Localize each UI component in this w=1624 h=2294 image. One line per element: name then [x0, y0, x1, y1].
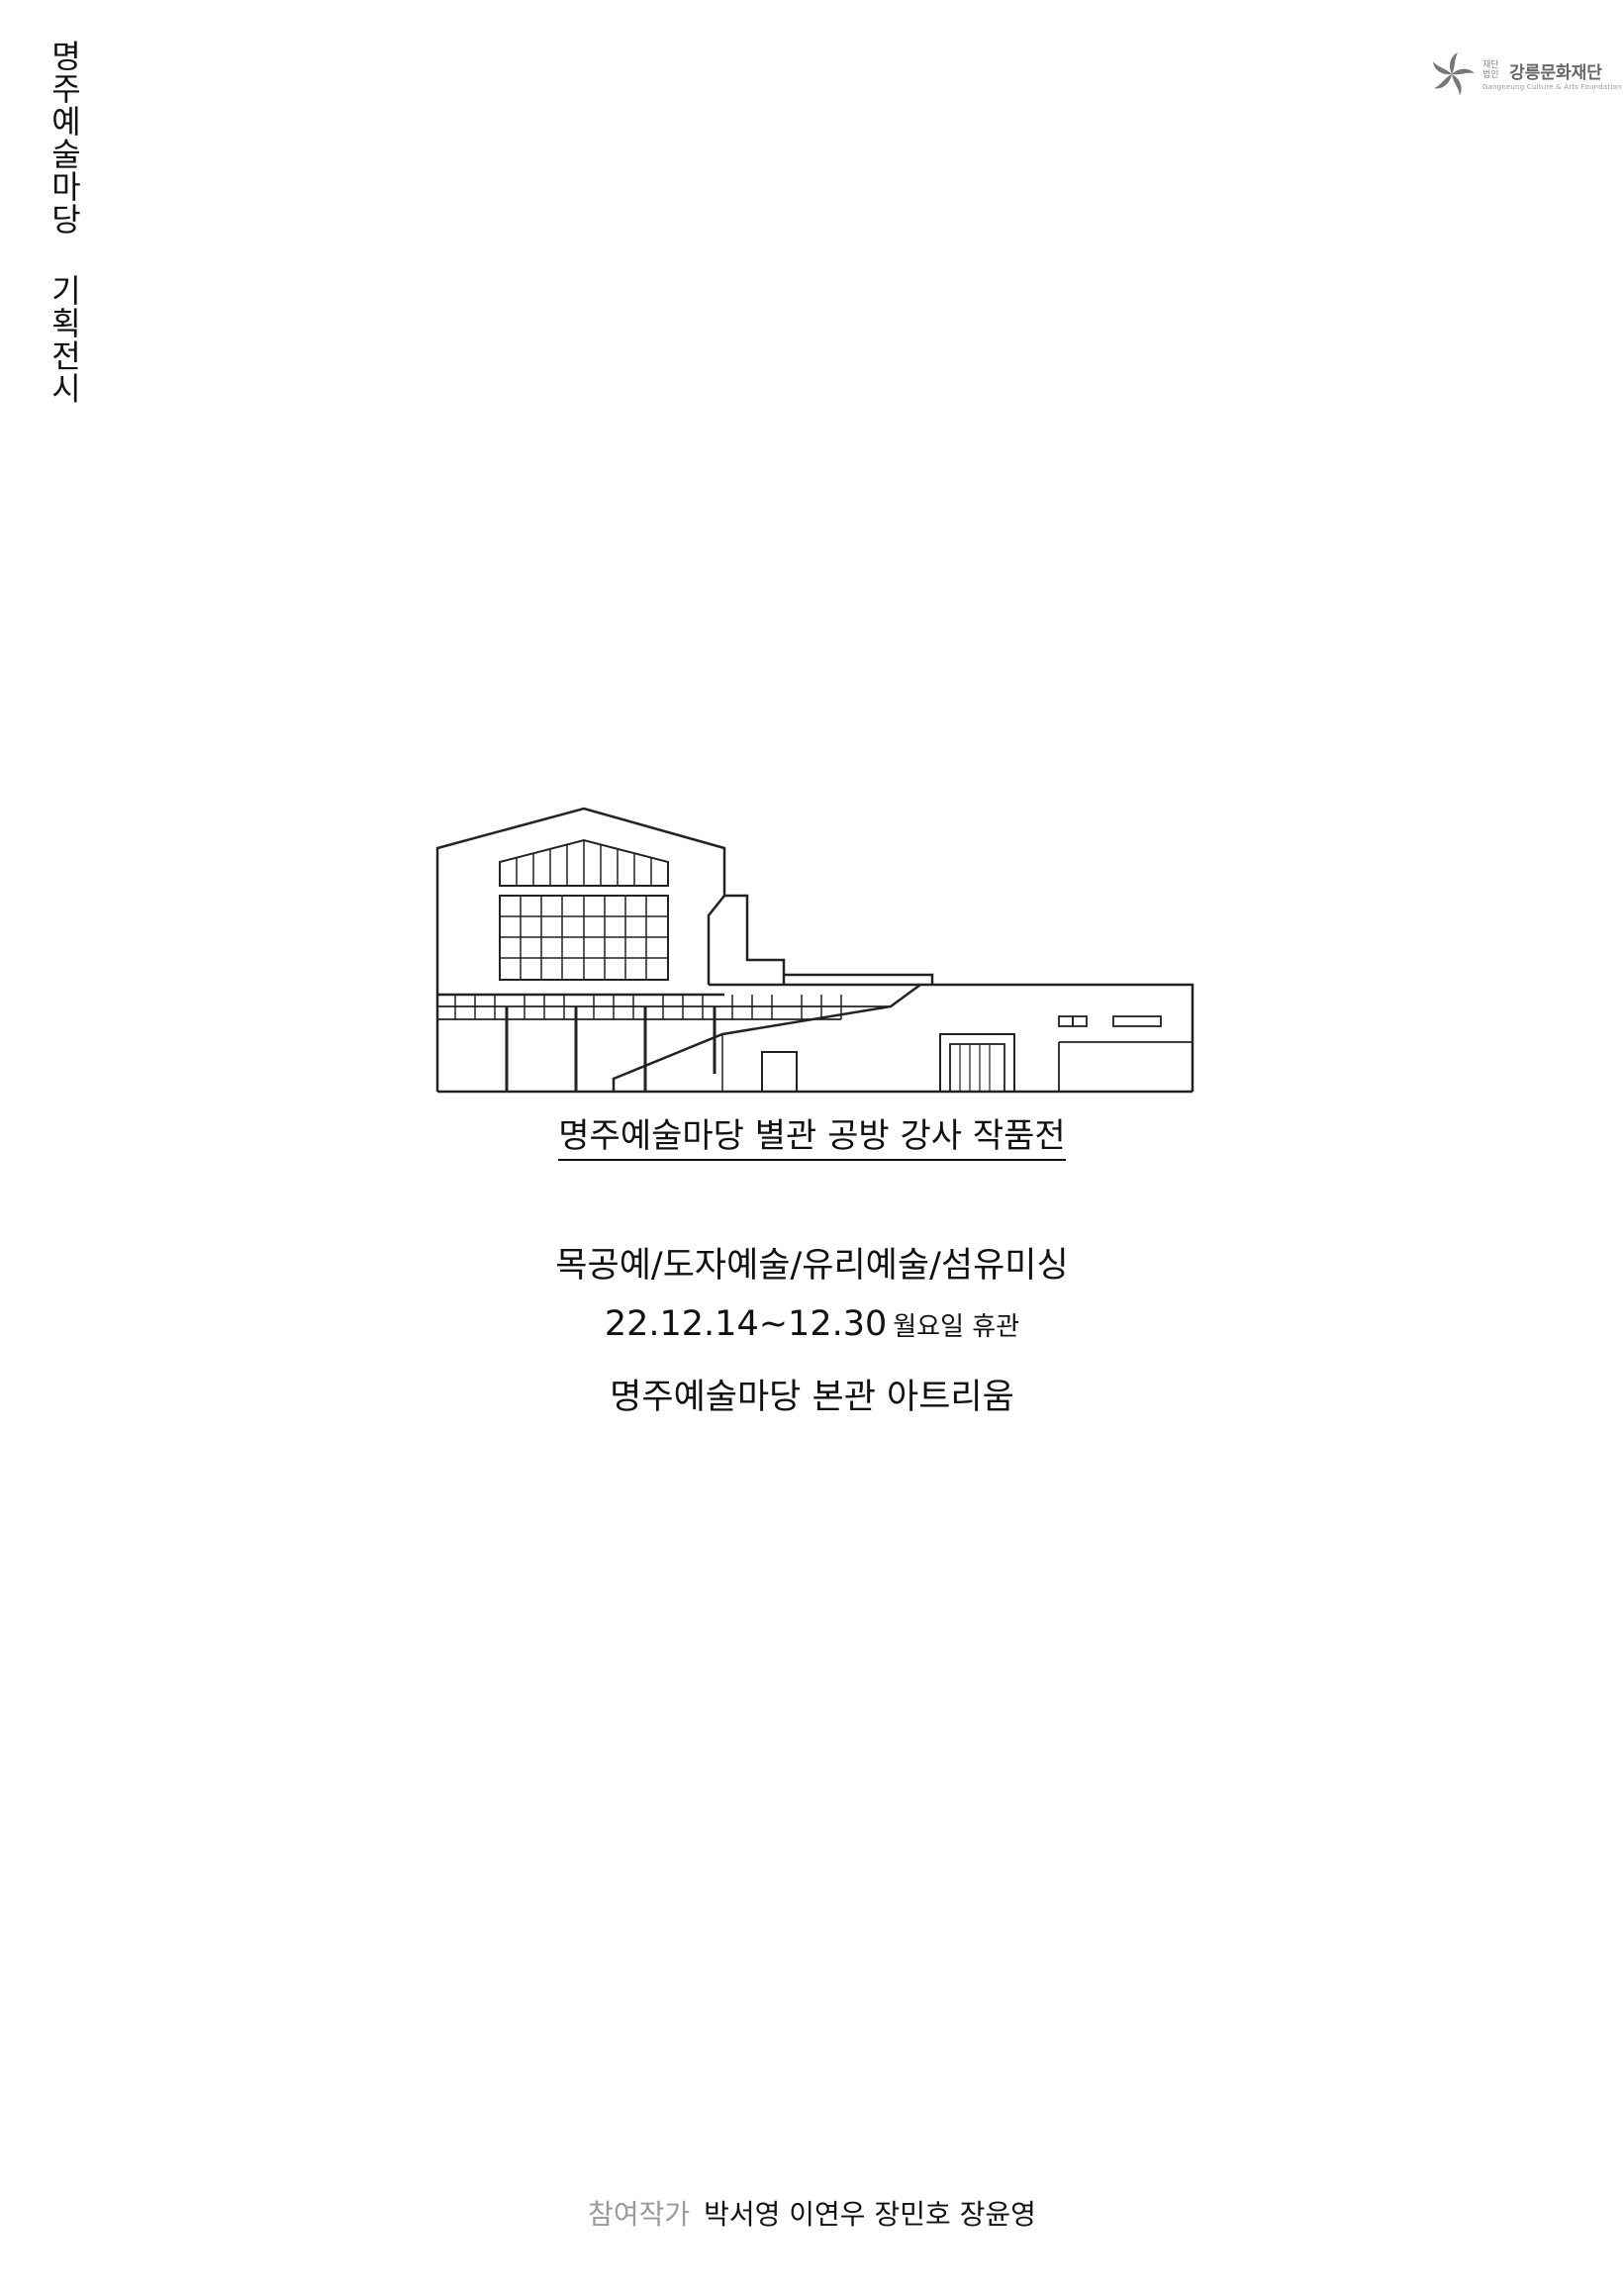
vertical-title: 명주예술마당 기획전시: [46, 40, 83, 405]
artists-label: 참여작가: [588, 2198, 691, 2231]
logo-prefix: 재단법인: [1482, 60, 1499, 80]
closed-note: 월요일 휴관: [893, 1312, 1020, 1342]
logo-name: 강릉문화재단: [1509, 62, 1602, 83]
exhibition-dates: 22.12.14~12.30: [604, 1304, 888, 1344]
artists-line: 참여작가 박서영 이연우 장민호 장윤영: [0, 2193, 1624, 2233]
foundation-logo: 재단법인 강릉문화재단 Gangneung Culture & Arts Fou…: [1425, 48, 1622, 101]
pinwheel-logo-icon: [1432, 52, 1475, 96]
artists-names: 박서영 이연우 장민호 장윤영: [704, 2198, 1036, 2231]
building-illustration: [435, 807, 1194, 1094]
subtitle-text: 명주예술마당 별관 공방 강사 작품전: [558, 1116, 1066, 1161]
categories: 목공예/도자예술/유리예술/섬유미싱: [555, 1246, 1069, 1286]
venue: 명주예술마당 본관 아트리움: [610, 1378, 1014, 1417]
logo-english: Gangneung Culture & Arts Foundation: [1482, 82, 1622, 91]
exhibition-subtitle: 명주예술마당 별관 공방 강사 작품전: [0, 1108, 1624, 1161]
